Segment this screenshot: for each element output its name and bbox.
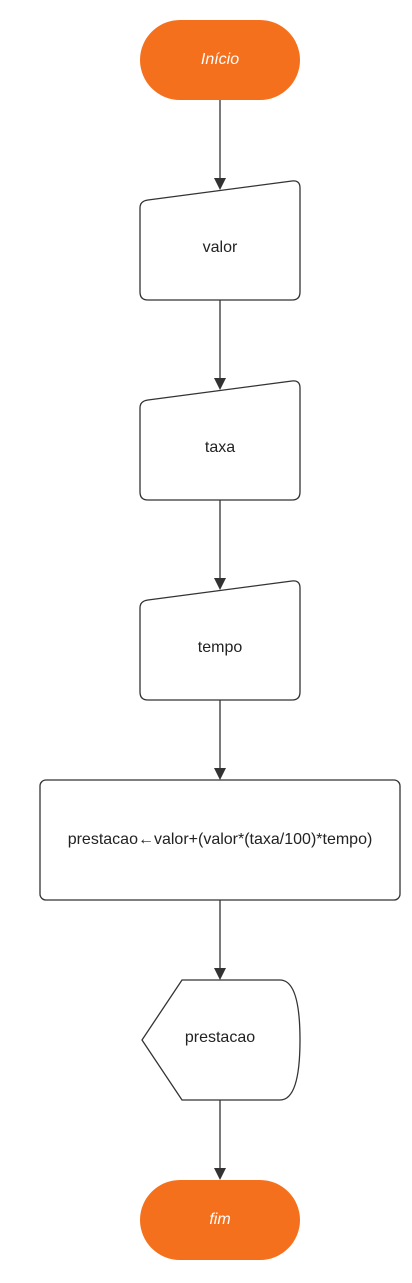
- connector-tempo-to-process: [214, 700, 226, 780]
- process-shape: [39, 779, 401, 901]
- start-label: Início: [201, 51, 239, 68]
- start-terminal-shape: [140, 20, 300, 100]
- output-node: prestacao: [141, 979, 301, 1101]
- manual-input-shape: [139, 180, 301, 301]
- output-label: prestacao: [185, 1029, 255, 1046]
- manual-input-shape: [139, 580, 301, 701]
- process-label: prestacao←valor+(valor*(taxa/100)*tempo): [68, 831, 373, 848]
- input-tempo-label: tempo: [198, 639, 243, 656]
- connector-start-to-valor: [214, 100, 226, 190]
- input-valor-node: valor: [139, 180, 301, 301]
- end-node: fim: [140, 1180, 300, 1260]
- start-node: Início: [140, 20, 300, 100]
- input-valor-label: valor: [203, 239, 238, 256]
- connector-output-to-end: [214, 1100, 226, 1180]
- connector-process-to-output: [214, 900, 226, 980]
- input-taxa-label: taxa: [205, 439, 235, 456]
- input-tempo-node: tempo: [139, 580, 301, 701]
- connector-valor-to-taxa: [214, 300, 226, 390]
- end-label: fim: [209, 1211, 230, 1228]
- manual-input-shape: [139, 380, 301, 501]
- connector-taxa-to-tempo: [214, 500, 226, 590]
- input-taxa-node: taxa: [139, 380, 301, 501]
- end-terminal-shape: [140, 1180, 300, 1260]
- process-node: prestacao←valor+(valor*(taxa/100)*tempo): [39, 779, 401, 901]
- display-shape: [141, 979, 301, 1101]
